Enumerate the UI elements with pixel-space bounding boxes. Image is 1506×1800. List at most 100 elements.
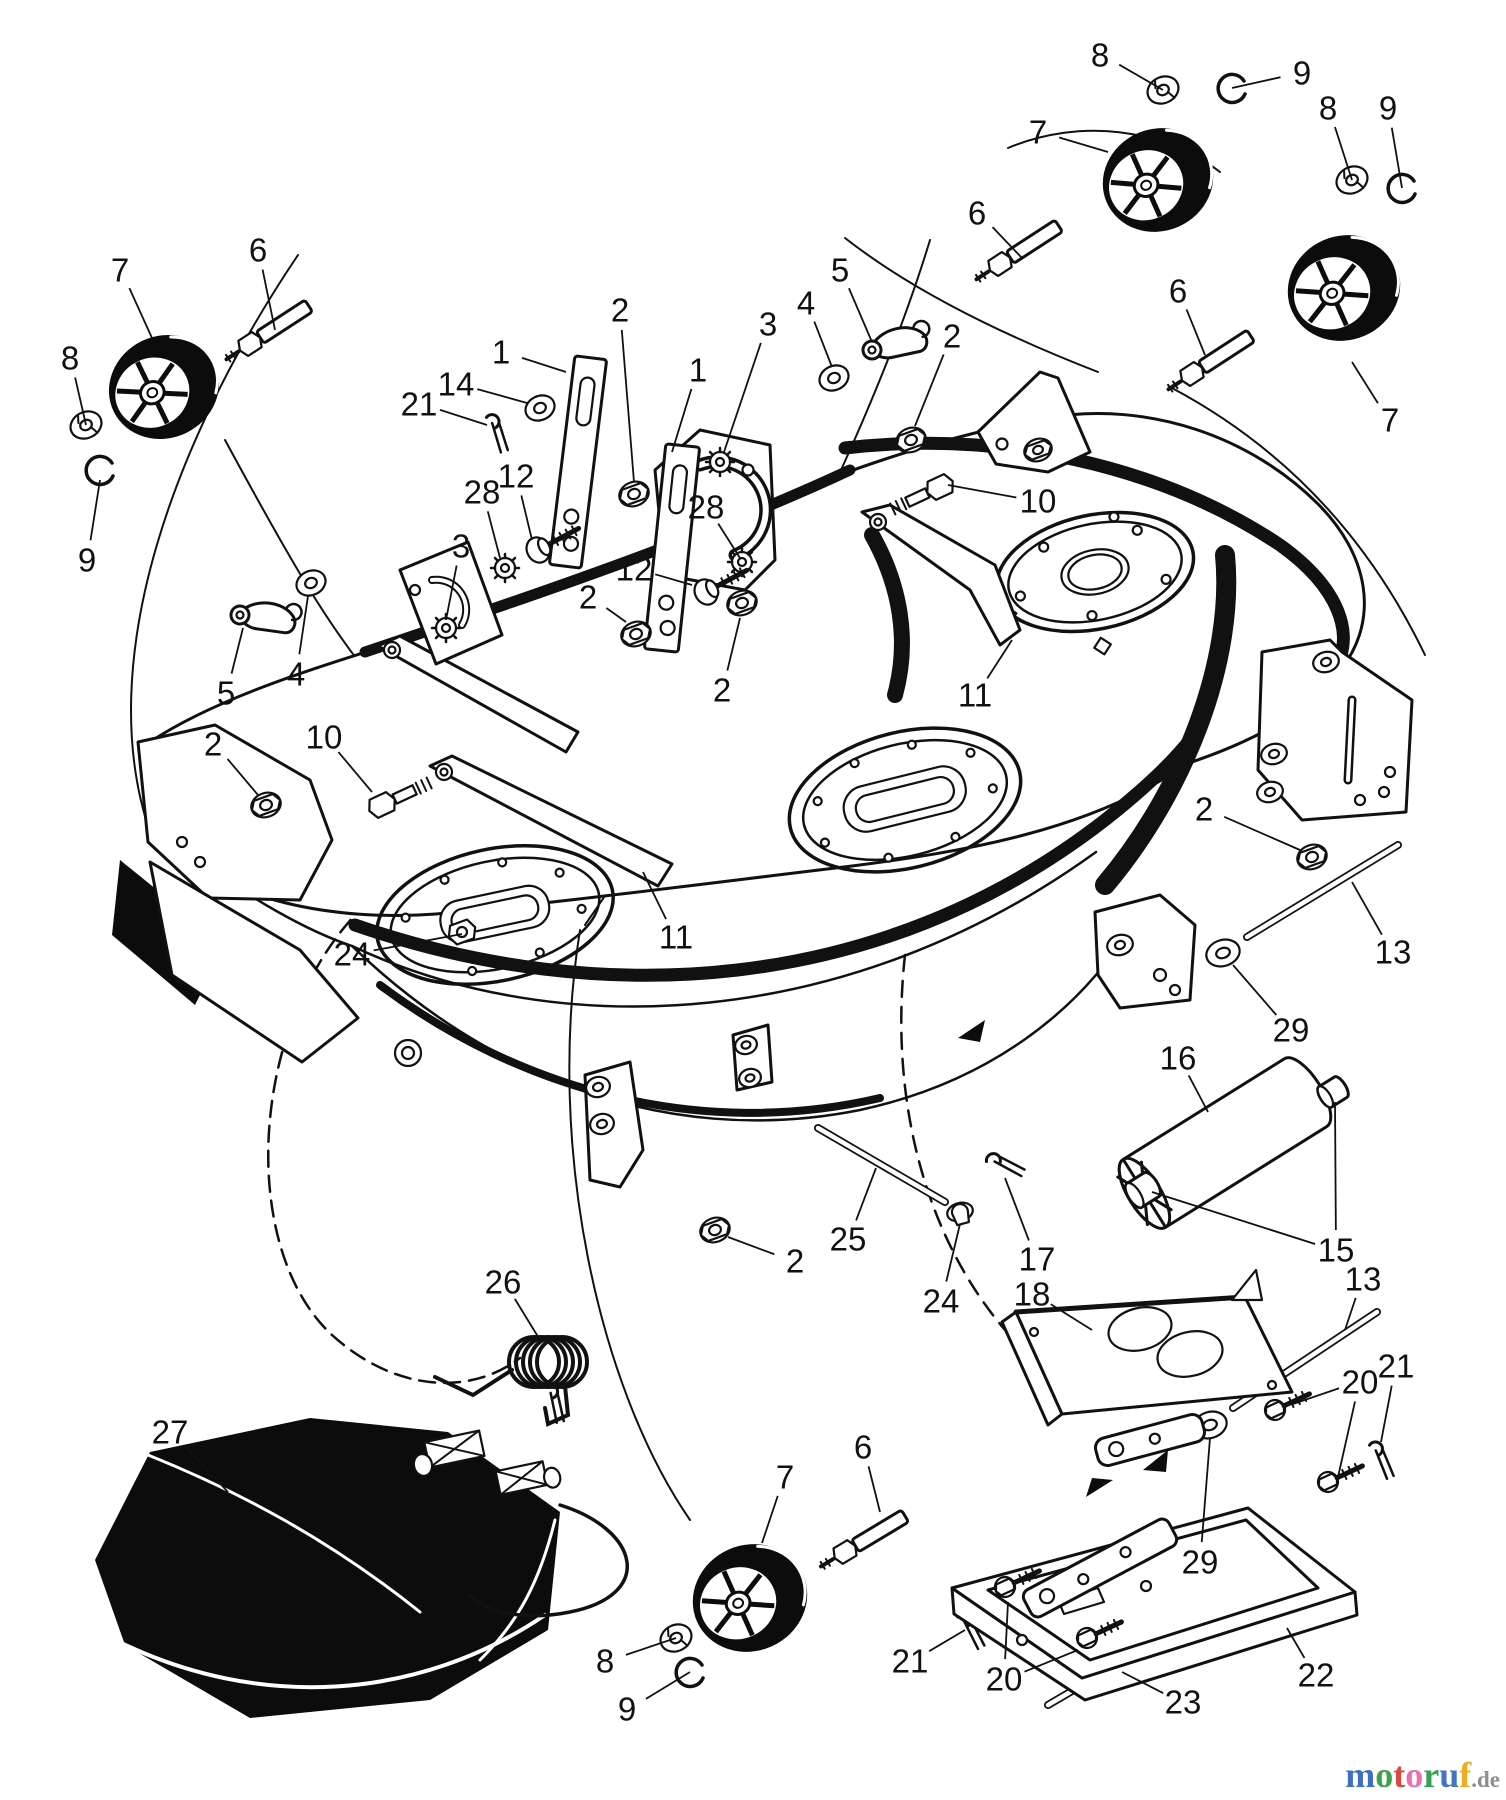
callout-leader: [945, 1223, 961, 1282]
callout-leader: [1058, 136, 1109, 153]
hair-pins: [484, 413, 1395, 1651]
front-left-bracket: [112, 723, 360, 1064]
shoulder-bolts: [368, 473, 954, 819]
callout-label: 3: [452, 528, 470, 565]
callout-leader: [642, 871, 667, 920]
callout-label: 2: [204, 726, 222, 763]
watermark-letter: o: [1405, 1755, 1424, 1795]
callout-label: 9: [1379, 90, 1397, 127]
callout-leader: [654, 573, 693, 586]
watermark-letter: r: [1423, 1755, 1440, 1795]
callout-leader: [1334, 1101, 1337, 1231]
callout-label: 5: [217, 675, 235, 712]
callout-leader: [230, 627, 244, 674]
callout-label: 7: [776, 1459, 794, 1496]
callout-leader: [521, 357, 567, 373]
callout-label: 9: [618, 1691, 636, 1728]
watermark-suffix: .de: [1471, 1767, 1500, 1792]
watermark-word: motoruf: [1345, 1755, 1471, 1795]
watermark-letter: f: [1459, 1755, 1472, 1795]
callout-label: 1: [689, 352, 707, 389]
callout-label: 2: [713, 672, 731, 709]
assembly-arrow: [1143, 1450, 1168, 1472]
callout-leader: [298, 595, 309, 655]
callout-label: 7: [111, 252, 129, 289]
callout-label: 29: [1182, 1544, 1219, 1581]
callout-label: 10: [306, 719, 343, 756]
callout-leader: [1223, 816, 1301, 851]
callout-leader: [373, 933, 463, 952]
callout-leader: [486, 511, 501, 559]
flange-nuts: [250, 426, 1340, 1244]
callout-leader: [261, 269, 276, 331]
callout-label: 24: [923, 1283, 960, 1320]
bushing-15b: [1316, 1075, 1350, 1109]
drawbar-frame-22: [950, 1020, 1365, 1702]
callout-leader: [445, 565, 458, 621]
callout-label: 2: [1195, 791, 1213, 828]
callout-label: 27: [152, 1414, 189, 1451]
callout-label: 2: [611, 292, 629, 329]
callout-label: 26: [485, 1264, 522, 1301]
callout-leader: [226, 758, 259, 796]
axle-bolts: [224, 219, 1255, 1570]
screw-20b: [1316, 1462, 1365, 1494]
callout-leader: [813, 321, 833, 368]
callout-label: 2: [943, 318, 961, 355]
callout-leader: [717, 523, 741, 559]
callout-leader: [128, 287, 153, 339]
callout-label: 11: [958, 677, 992, 714]
callout-label: 1: [492, 334, 510, 371]
callout-label: 29: [1273, 1012, 1310, 1049]
chute-hinge: [412, 1429, 486, 1477]
callout-label: 21: [1378, 1348, 1415, 1385]
top-hanger-bracket: [976, 370, 1092, 474]
callout-leader: [991, 226, 1023, 259]
screw-20c: [993, 1567, 1042, 1599]
callout-label: 3: [759, 306, 777, 343]
star-washers: [430, 446, 758, 644]
callout-label: 9: [78, 542, 96, 579]
callout-leader: [74, 377, 87, 426]
watermark-letter: o: [1375, 1755, 1394, 1795]
callout-label: 7: [1381, 402, 1399, 439]
wing-knobs: [229, 319, 931, 635]
callout-label: 8: [61, 340, 79, 377]
callout-leader: [1187, 1075, 1209, 1113]
callout-leader: [1118, 63, 1164, 91]
callout-label: 18: [1014, 1276, 1051, 1313]
callout-leader: [914, 354, 945, 427]
watermark-letter: m: [1345, 1755, 1376, 1795]
callout-leader: [855, 1167, 877, 1221]
rod-25: [814, 1124, 949, 1206]
callout-label: 23: [1165, 1684, 1202, 1721]
callout-label: 20: [986, 1661, 1023, 1698]
callout-leader: [761, 1495, 779, 1544]
callout-leader: [848, 287, 873, 343]
skirt-brackets: [583, 893, 1197, 1189]
callout-label: 4: [287, 656, 305, 693]
assembly-arrow: [958, 1020, 985, 1042]
callout-leader: [947, 484, 1017, 499]
carriage-bolts: [525, 525, 750, 606]
callout-label: 6: [968, 195, 986, 232]
callout-leader: [1292, 1387, 1340, 1405]
callout-leader: [1151, 1191, 1316, 1245]
wheel-bottom: [692, 1544, 808, 1652]
callout-leader: [1185, 309, 1206, 356]
washer-29a: [1205, 938, 1241, 968]
rod-13a: [1243, 841, 1402, 941]
watermark-letter: u: [1439, 1755, 1460, 1795]
callout-leader: [337, 751, 373, 793]
callout-leader: [1050, 1303, 1093, 1331]
discharge-chute-27: [95, 1418, 629, 1718]
callout-label: 22: [1298, 1657, 1335, 1694]
callout-label: 28: [688, 489, 725, 526]
callout-label: 2: [579, 579, 597, 616]
callout-leader: [1024, 1649, 1079, 1673]
chute-hinge: [494, 1460, 562, 1496]
callout-leader: [1286, 1627, 1306, 1659]
callout-leader: [477, 388, 528, 404]
